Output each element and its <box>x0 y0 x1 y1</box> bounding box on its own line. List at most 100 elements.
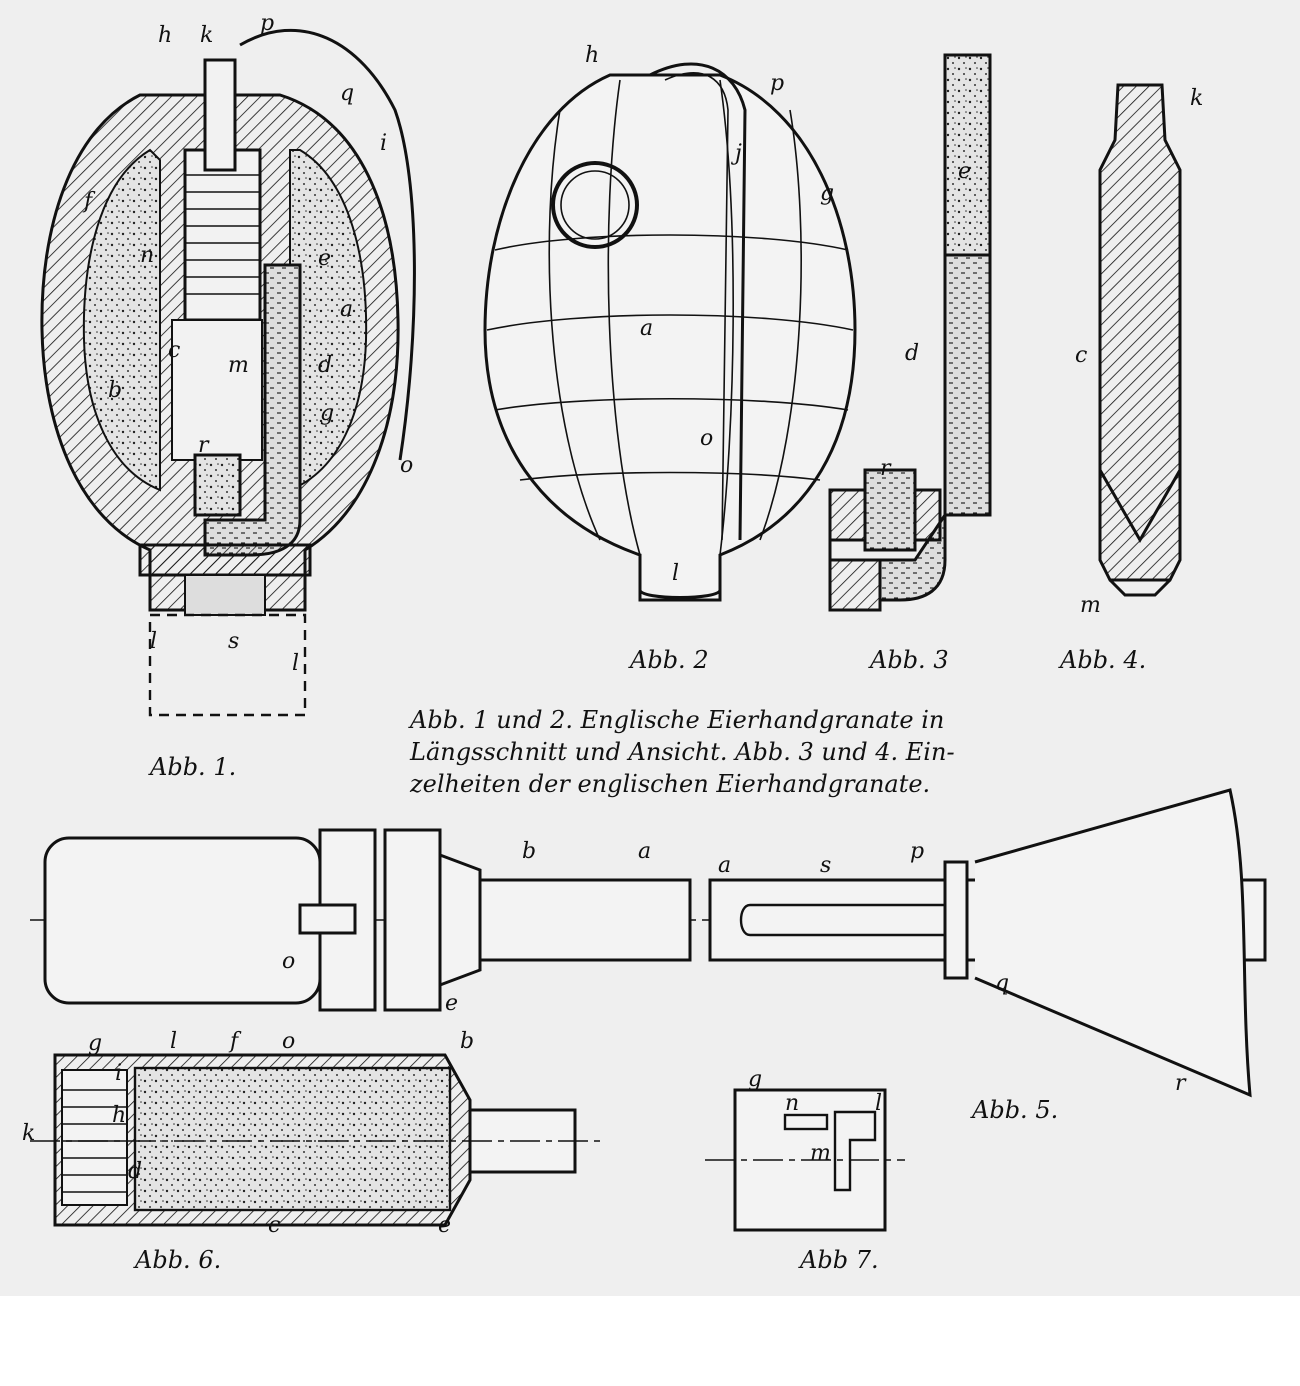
abb6-label: i <box>115 1061 122 1086</box>
abb1-striker-pin <box>203 58 237 172</box>
abb5-body <box>43 836 322 1005</box>
abb4-foot <box>1108 578 1172 597</box>
abb3-label: d <box>905 341 919 366</box>
abb1-label: g <box>320 401 334 426</box>
abb1-bottom-thread <box>184 574 266 616</box>
abb1-label: n <box>140 243 154 268</box>
abb6-label: c <box>268 1213 280 1238</box>
abb3-label: r <box>880 456 892 481</box>
abb1-dashed-cap <box>148 613 307 717</box>
abb1-label: l <box>292 651 299 676</box>
abb3-detonator-detail <box>828 53 992 612</box>
abb1-figure-label: Abb. 1. <box>148 753 236 781</box>
abb6-label: h <box>112 1103 126 1128</box>
abb4-striker-detail <box>1098 83 1182 597</box>
abb6-label: l <box>170 1029 177 1054</box>
abb2-label: a <box>640 316 653 341</box>
abb4-striker <box>1098 83 1182 582</box>
abb7-label: m <box>810 1141 831 1166</box>
abb5-rifle-grenade <box>30 788 1267 1098</box>
abb5-rod-left <box>478 878 692 962</box>
abb2-label: h <box>585 43 599 68</box>
abb6-label: f <box>228 1029 242 1054</box>
abb5-label: a <box>718 853 731 878</box>
caption-line-2: Längsschnitt und Ansicht. Abb. 3 und 4. … <box>409 738 955 766</box>
abb7-labels: g n l m <box>748 1067 882 1166</box>
abb1-label: a <box>340 297 353 322</box>
abb1-label: p <box>260 11 274 36</box>
abb2-grenade-view <box>483 62 857 602</box>
abb1-label: h <box>158 23 172 48</box>
abb3-detonator <box>863 468 917 552</box>
abb2-body <box>483 73 857 602</box>
abb5-label: a <box>638 839 651 864</box>
abb6-charge <box>133 1066 452 1212</box>
abb1-detonator <box>193 453 242 517</box>
abb4-cone <box>1098 469 1182 544</box>
abb4-label: k <box>1190 86 1203 111</box>
abb6-label: d <box>128 1159 142 1184</box>
abb6-spring-chamber <box>61 1069 128 1206</box>
abb6-figure-label: Abb. 6. <box>133 1246 221 1274</box>
abb6-label: o <box>282 1029 295 1054</box>
abb7-label: n <box>785 1091 799 1116</box>
bottom-margin <box>0 1296 1300 1386</box>
abb1-grenade-section <box>40 28 416 717</box>
abb6-label: g <box>88 1031 102 1056</box>
abb6-label: k <box>22 1121 35 1146</box>
abb1-label: k <box>200 23 213 48</box>
abb7-slot-detail <box>705 1088 905 1232</box>
abb7-figure-label: Abb 7. <box>798 1246 879 1274</box>
abb3-labels: e d r <box>880 159 971 481</box>
abb5-figure-label: Abb. 5. <box>970 1096 1058 1124</box>
abb1-label: i <box>380 131 387 156</box>
abb3-figure-label: Abb. 3 <box>868 646 949 674</box>
abb5-label: p <box>910 839 924 864</box>
abb2-label: o <box>700 426 713 451</box>
abb5-labels: b a a s p o e q r <box>282 839 1187 1096</box>
abb4-labels: k c m <box>1075 86 1203 618</box>
abb6-label: b <box>460 1029 474 1054</box>
abb1-label: q <box>340 81 354 106</box>
abb6-section <box>30 1053 600 1227</box>
abb2-figure-label: Abb. 2 <box>628 646 709 674</box>
abb5-collar-2 <box>383 828 442 1012</box>
abb5-ring <box>943 860 969 980</box>
abb7-slot-n <box>783 1113 829 1131</box>
abb5-label: e <box>445 991 458 1016</box>
abb1-filling <box>82 148 161 492</box>
abb1-central-channel <box>171 319 263 461</box>
abb2-label: l <box>672 561 679 586</box>
abb1-label: e <box>318 246 331 271</box>
caption-line-1: Abb. 1 und 2. Englische Eierhandgranate … <box>408 706 944 734</box>
abb5-label: r <box>1175 1071 1187 1096</box>
abb5-fin <box>974 788 1252 1098</box>
abb1-label: c <box>168 338 180 363</box>
abb1-spring <box>185 174 260 295</box>
abb3-label: e <box>958 159 971 184</box>
abb5-clip <box>298 903 357 935</box>
abb1-lever-outer <box>239 28 416 461</box>
abb4-figure-label: Abb. 4. <box>1058 646 1146 674</box>
technical-drawing: h k p q i f n e a c m d b g r o l s l Ab… <box>22 11 1267 1274</box>
abb7-slot-m <box>833 1110 877 1192</box>
abb1-label: d <box>318 353 332 378</box>
abb7-label: l <box>875 1091 882 1116</box>
abb1-label: s <box>228 629 239 654</box>
abb3-tube-fuse <box>943 253 992 517</box>
abb6-label: e <box>438 1213 451 1238</box>
caption-line-3: zelheiten der englischen Eierhandgranate… <box>409 770 930 798</box>
abb1-label: r <box>198 433 210 458</box>
abb5-label: b <box>522 839 536 864</box>
abb1-label: b <box>108 378 122 403</box>
abb2-base-plug <box>638 555 722 599</box>
abb2-label: g <box>820 181 834 206</box>
abb4-label: m <box>1080 593 1101 618</box>
abb2-pull-ring <box>551 161 639 249</box>
caption: Abb. 1 und 2. Englische Eierhandgranate … <box>408 706 955 798</box>
abb1-label: m <box>228 353 249 378</box>
abb5-label: q <box>995 971 1009 996</box>
abb3-tube-top <box>943 53 992 257</box>
abb5-slot <box>739 903 952 937</box>
abb1-label: l <box>150 629 157 654</box>
